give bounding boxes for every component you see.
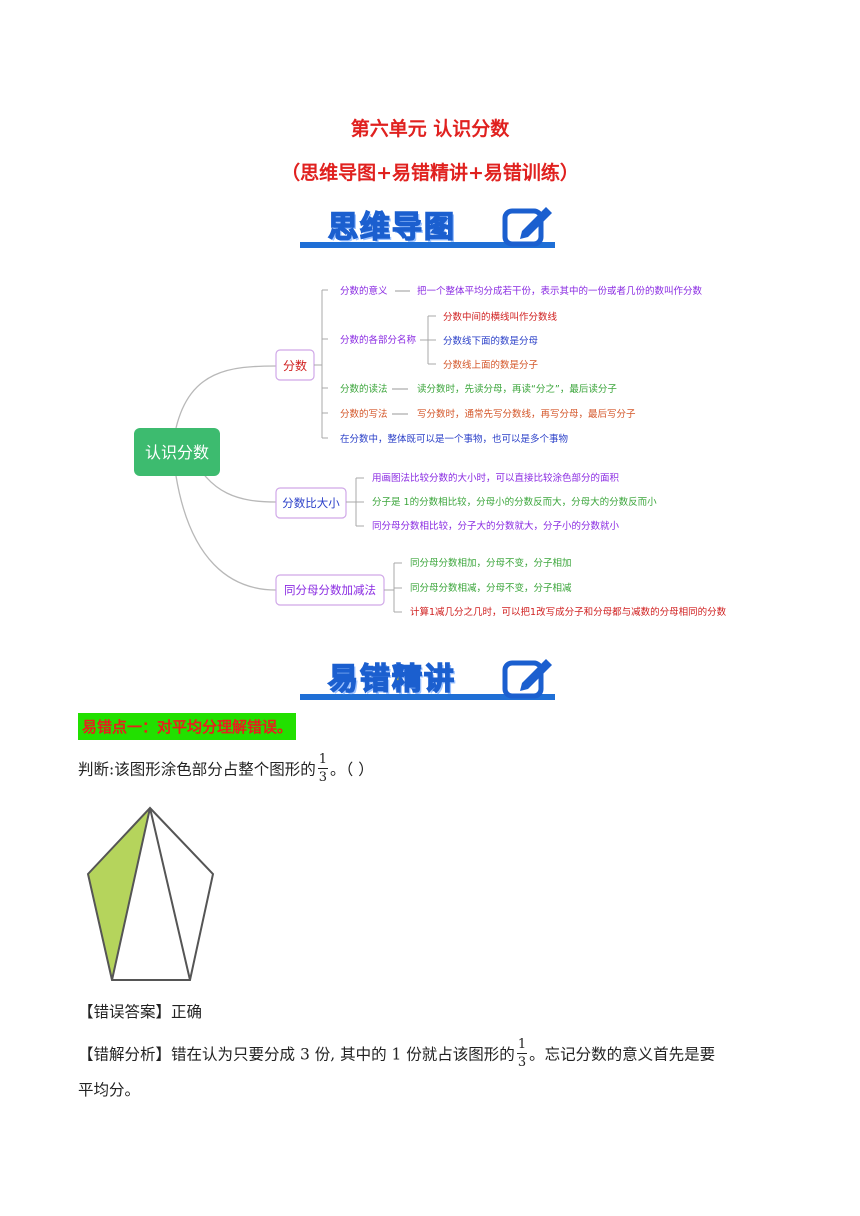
ticks [322,289,328,439]
page-subtitle: （思维导图+易错精讲+易错训练） [281,162,579,184]
shaded-region [88,808,150,980]
connector [175,365,277,429]
error-point-heading: 易错点一：对平均分理解错误。 [78,713,297,740]
root-node [134,428,220,476]
pentagon-figure [86,806,215,981]
node-write: 分数的写法 [340,408,388,420]
banner-underline [300,694,555,700]
pentagon-outline [86,806,215,981]
banner-underline [300,242,555,248]
answer-blank: 。（ ） [330,760,374,779]
node-parts: 分数的各部分名称 [340,334,417,346]
connector [175,475,277,591]
analysis-line-2: 平均分。 [78,1081,141,1099]
compare-item: 用画图法比较分数的大小时，可以直接比较涂色部分的面积 [372,472,620,484]
root-label: 认识分数 [145,443,209,462]
addsub-item: 同分母分数相加，分母不变，分子相加 [410,557,572,569]
division-line [149,807,191,981]
wrong-answer-line: 【错误答案】正确 [78,1000,202,1025]
wrong-answer-label: 【错误答案】 [78,1003,172,1021]
analysis-text: 错在认为只要分成 3 份, 其中的 1 份就占该图形的 [171,1045,515,1064]
compare-item: 同分母分数相比较，分子大的分数就大，分子小的分数就小 [372,520,620,532]
node-read: 分数的读法 [340,383,388,395]
edit-icon [502,207,552,247]
desc-meaning: 把一个整体平均分成若干份，表示其中的一份或者几份的数叫作分数 [417,285,703,297]
banner-title: 易错精讲 [327,661,456,698]
part-item: 分数线下面的数是分母 [443,335,538,347]
wrong-answer-value: 正确 [171,1003,203,1021]
desc-write: 写分数时，通常先写分数线，再写分母，最后写分子 [417,408,636,420]
banner-title: 思维导图 [327,209,456,246]
branch-label: 分数比大小 [282,496,340,510]
question-text: 判断:该图形涂色部分占整个图形的 [78,760,316,779]
page-title: 第六单元 认识分数 [350,118,510,140]
node-note: 在分数中，整体既可以是一个事物，也可以是多个事物 [340,433,569,445]
node-meaning: 分数的意义 [340,285,388,297]
branch-node-compare [275,487,347,519]
analysis-text-2: 。忘记分数的意义首先是要 [529,1045,716,1064]
edit-icon [502,659,552,699]
addsub-item: 同分母分数相减，分母不变，分子相减 [410,582,572,594]
part-item: 分数中间的横线叫作分数线 [443,311,558,323]
division-line [111,807,151,981]
analysis-label: 【错解分析】 [78,1045,172,1064]
branch-label: 同分母分数加减法 [284,583,376,597]
branch-label: 分数 [283,358,307,373]
compare-item: 分子是 1的分数相比较，分母小的分数反而大，分母大的分数反而小 [372,496,657,508]
mindmap-banner: 思维导图 [300,200,560,252]
part-item: 分数线上面的数是分子 [443,359,539,371]
mind-map: 认识分数 分数 分数的意义 把一个整体平均分成若干份，表示其中的一份或者几份的数… [134,285,727,618]
explain-banner: 易错精讲 [300,652,560,704]
desc-read: 读分数时，先读分母，再读“分之”，最后读分子 [417,383,617,395]
bracket [314,290,323,438]
addsub-item: 计算1减几分之几时，可以把1改写成分子和分母都与减数的分母相同的分数 [410,606,727,618]
